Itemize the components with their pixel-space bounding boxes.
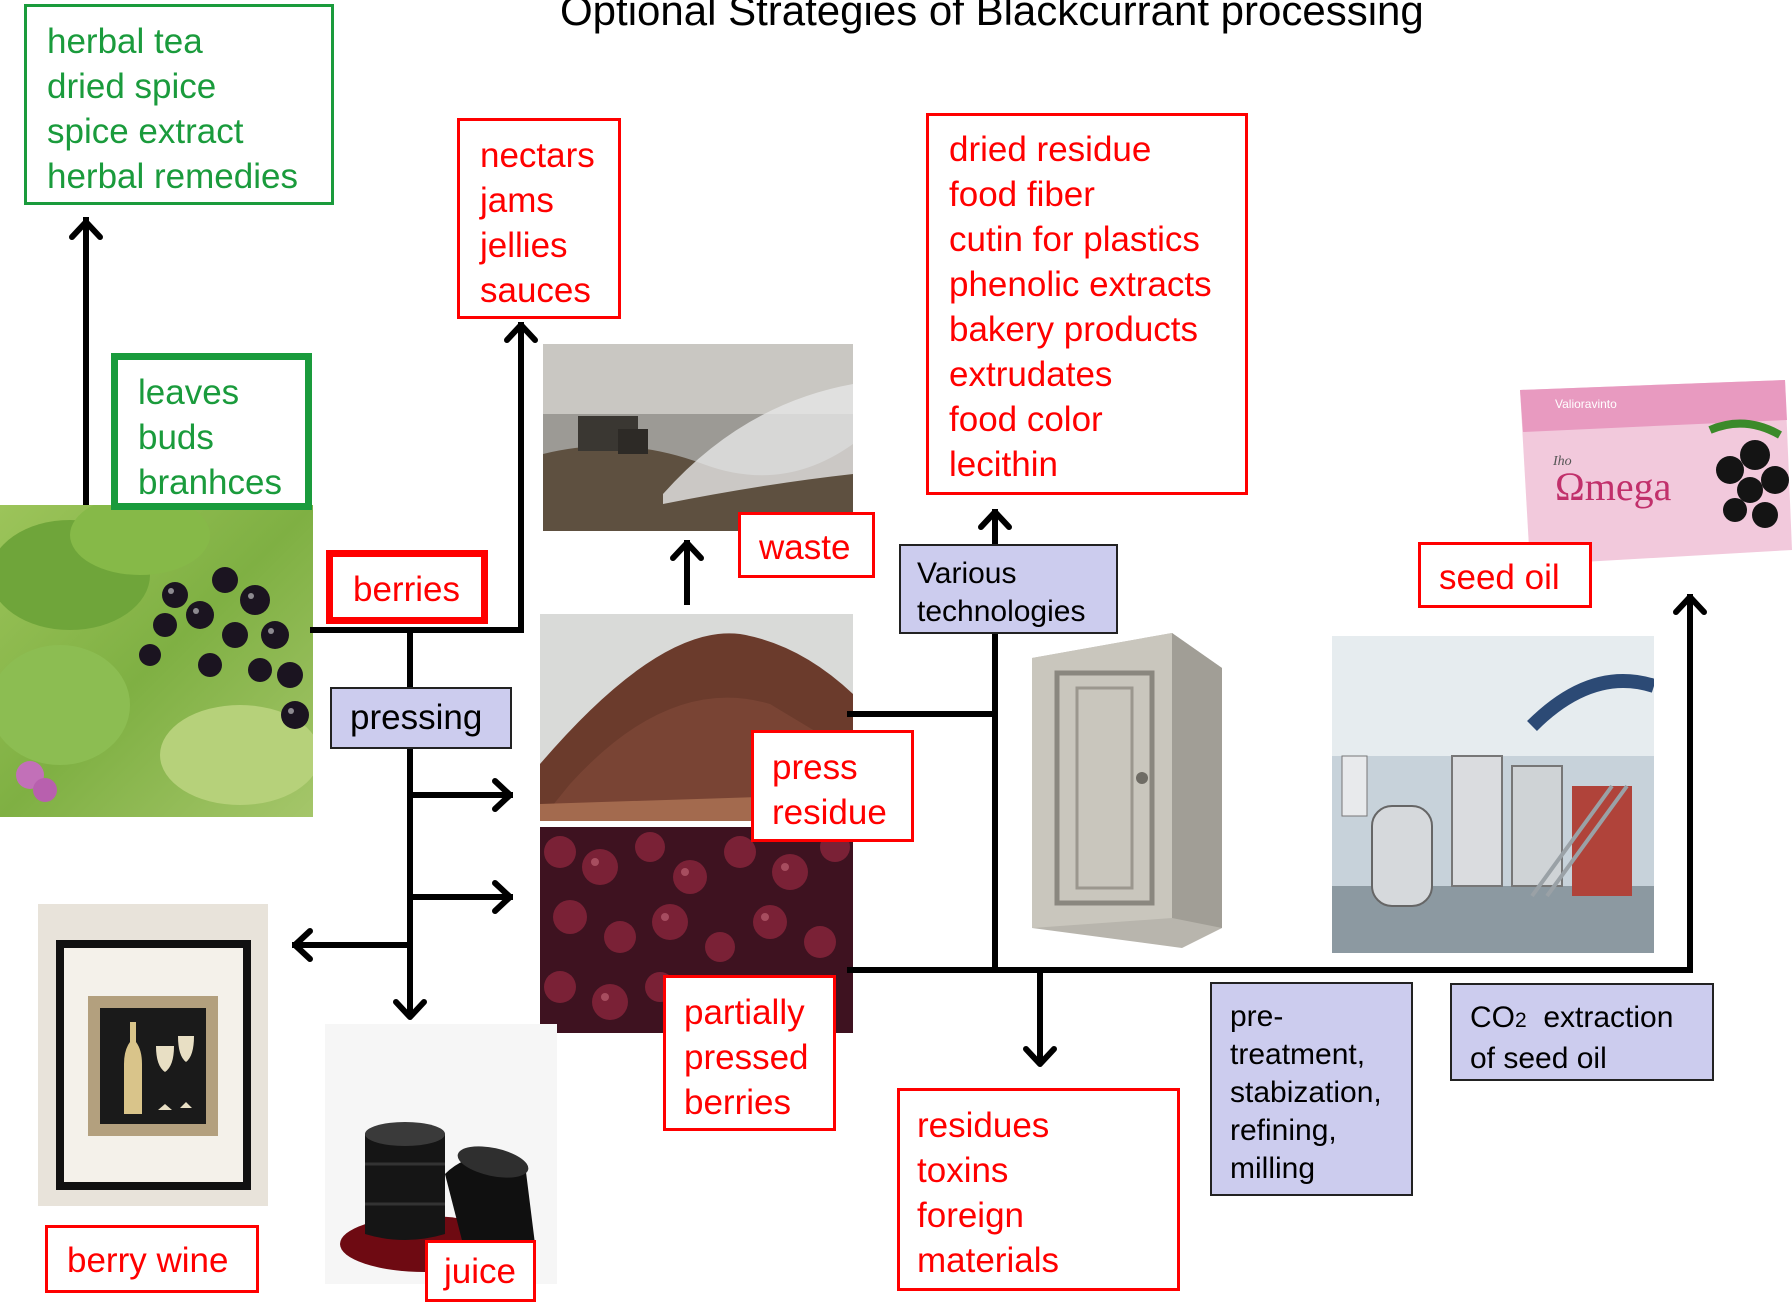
arrowhead-up-herbal: [69, 219, 103, 240]
omega-supplement-box-photo: Valioravinto Iho Ωmega: [1515, 360, 1792, 570]
pressing-process-box: pressing: [330, 687, 512, 749]
co2-text: CO: [1470, 1001, 1515, 1034]
pretreatment-line: stabization,: [1230, 1076, 1382, 1109]
pretreatment-line: pre-: [1230, 1000, 1284, 1033]
diagram-title: Optional Strategies of Blackcurrant proc…: [560, 0, 1424, 34]
removed-item: residues: [917, 1106, 1050, 1145]
framed-wine-picture: [38, 904, 268, 1206]
berry-product-item: nectars: [480, 136, 595, 175]
arrow-to-berry-products: [310, 322, 524, 633]
arrowhead-up-berry-products: [504, 322, 538, 343]
arrowhead-up-residue-products: [978, 509, 1012, 530]
berry-product-item: jams: [480, 181, 554, 220]
partially-line: berries: [684, 1083, 791, 1122]
partially-pressed-label: partially pressed berries: [663, 975, 836, 1131]
arrowhead-left-berry-wine: [292, 928, 313, 962]
co2-subscript: 2: [1515, 1009, 1527, 1032]
residue-product-item: dried residue: [949, 130, 1152, 169]
residue-product-item: phenolic extracts: [949, 265, 1212, 304]
herbal-product-item: spice extract: [47, 112, 244, 151]
arrowhead-up-waste: [670, 540, 704, 561]
berry-product-item: jellies: [480, 226, 568, 265]
plant-part-item: branhces: [138, 463, 282, 502]
herbal-product-item: dried spice: [47, 67, 217, 106]
herbal-product-item: herbal remedies: [47, 157, 298, 196]
residue-product-item: lecithin: [949, 445, 1058, 484]
removed-materials-box: residues toxins foreign materials: [897, 1088, 1180, 1291]
partially-line: partially: [684, 993, 805, 1032]
press-residue-line2: residue: [772, 793, 887, 832]
box-omega-text: Ωmega: [1555, 464, 1672, 509]
arrowhead-right-partially-pressed: [492, 880, 513, 914]
berries-label: berries: [326, 550, 488, 624]
pretreatment-line: treatment,: [1230, 1038, 1366, 1071]
press-residue-label: press residue: [751, 730, 914, 842]
landfill-waste-photo: [543, 344, 853, 531]
residue-product-item: food fiber: [949, 175, 1095, 214]
box-brand-text: Valioravinto: [1555, 397, 1617, 411]
pretreatment-process-box: pre- treatment, stabization, refining, m…: [1210, 982, 1413, 1196]
herbal-product-item: herbal tea: [47, 22, 203, 61]
arrowhead-up-seed-oil: [1673, 594, 1707, 615]
removed-item: toxins: [917, 1151, 1009, 1190]
various-technologies-box: Various technologies: [899, 544, 1118, 634]
blackcurrant-bush-photo: [0, 505, 313, 817]
box-iho-text: Iho: [1552, 454, 1572, 469]
various-line1: Various: [917, 557, 1017, 590]
residue-product-item: extrudates: [949, 355, 1113, 394]
partially-line: pressed: [684, 1038, 809, 1077]
removed-item: foreign: [917, 1196, 1025, 1235]
arrow-to-seed-oil: [847, 594, 1693, 973]
co2-line2: of seed oil: [1470, 1042, 1607, 1075]
residue-product-item: food color: [949, 400, 1103, 439]
residue-products-box: dried residue food fiber cutin for plast…: [926, 113, 1248, 495]
plant-part-item: buds: [138, 418, 214, 457]
seed-oil-label: seed oil: [1418, 542, 1592, 608]
pretreatment-line: refining,: [1230, 1114, 1337, 1147]
residue-product-item: bakery products: [949, 310, 1199, 349]
herbal-products-box: herbal tea dried spice spice extract her…: [24, 4, 334, 205]
various-line2: technologies: [917, 595, 1086, 628]
arrowhead-right-press-residue: [492, 778, 513, 812]
removed-item: materials: [917, 1241, 1059, 1280]
pretreatment-line: milling: [1230, 1152, 1316, 1185]
press-residue-line1: press: [772, 748, 858, 787]
co2-extraction-process-box: CO2 extraction of seed oil: [1450, 983, 1714, 1081]
berry-product-item: sauces: [480, 271, 591, 310]
co2-extraction-plant-photo: [1332, 636, 1654, 953]
waste-label: waste: [738, 512, 875, 578]
plant-part-item: leaves: [138, 373, 240, 412]
residue-product-item: cutin for plastics: [949, 220, 1200, 259]
co2-extraction-text: extraction: [1526, 1001, 1674, 1034]
industrial-dryer-photo: [1022, 628, 1227, 953]
berry-products-box: nectars jams jellies sauces: [457, 118, 621, 319]
berry-wine-label: berry wine: [45, 1225, 259, 1293]
juice-label: juice: [425, 1240, 536, 1302]
plant-parts-box: leaves buds branhces: [111, 353, 312, 510]
